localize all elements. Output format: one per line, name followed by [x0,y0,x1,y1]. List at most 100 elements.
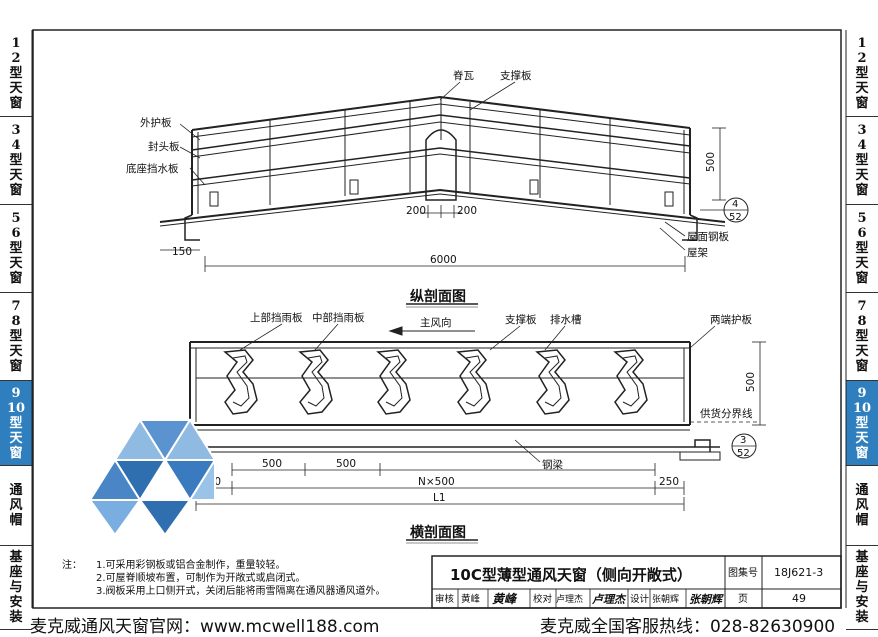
dim-l1: L1 [433,492,446,504]
tab-label-char: 型 [9,329,23,344]
tab-label-char: 座 [9,565,23,580]
ref-lower-den: 52 [737,448,750,459]
tab-label-char: 天 [855,168,869,183]
dim-150: 150 [172,246,192,258]
label-support-plate-lower: 支撑板 [505,313,537,326]
tab-label-char: 6 [11,226,21,241]
tab-label-char: 5 [11,211,21,226]
tab-label-char: 2 [11,50,21,66]
dim-500-upper: 500 [705,152,717,172]
tab-label-char: 窗 [9,95,23,111]
note-3: 3.阀板采用上口侧开式，关闭后能将雨雪隔离在通风器通风道外。 [96,584,386,597]
dim-6000: 6000 [430,254,457,266]
tab-label-char: 与 [855,580,869,595]
tab-label-char: 1 [11,35,21,51]
longitudinal-section [159,81,749,308]
label-ridge-tile: 脊瓦 [453,69,474,82]
tab-label-char: 天 [855,430,869,446]
tab-label-char: 安 [9,595,23,610]
label-end-seal: 封头板 [148,140,180,153]
tab-label-char: 天 [9,430,23,446]
reviewer-signature: 黄峰 [492,592,518,606]
dim-500-lower: 500 [745,372,757,392]
baffle-inner [232,355,250,407]
note-1: 1.可采用彩钢板或铝合金制作，重量较轻。 [96,558,286,571]
tab-label-char: 帽 [9,513,23,528]
baffle-inner [465,355,483,407]
tab-label-char: 型 [855,65,869,81]
check-label: 校对 [533,593,553,605]
label-supply-line: 供货分界线 [700,407,753,420]
tab-label-char: 9 [11,385,21,401]
tab-label-char: 10 [6,400,26,416]
tab-label-char: 风 [9,498,23,513]
page-label: 页 [738,593,748,605]
tab-label-char: 型 [9,65,23,81]
tab-label-char: 窗 [855,445,869,461]
checker-name: 卢理杰 [556,593,583,605]
tab-label-char: 基 [9,550,23,565]
baffle-inner [307,355,325,407]
tab-label-char: 4 [857,138,867,153]
left-tab-6[interactable]: 通风帽 [0,466,32,546]
ref-lower-num: 3 [740,435,746,446]
designer-signature: 张朝辉 [689,593,724,606]
label-base-drain: 底座挡水板 [126,162,179,175]
label-end-guard: 两端护板 [710,313,752,326]
atlas-label: 图集号 [728,566,758,579]
label-wind-direction: 主风向 [420,316,452,329]
logo-triangle [188,456,216,501]
tab-label-char: 装 [9,610,23,625]
dim-500-a: 500 [262,458,282,470]
review-label: 审核 [435,593,455,605]
left-tab-7[interactable]: 基座与安装 [0,546,32,630]
label-top-baffle: 上部挡雨板 [250,311,303,324]
tab-label-char: 型 [855,415,869,431]
logo-triangle [88,499,142,537]
tab-label-char: 天 [855,344,869,359]
dim-250-right: 250 [659,476,679,488]
logo-triangle [138,499,192,537]
tab-label-char: 窗 [855,359,869,374]
right-tab-6[interactable]: 通风帽 [846,466,878,546]
tab-label-char: 装 [855,610,869,625]
logo-triangle [88,458,142,501]
tab-label-char: 8 [857,314,867,329]
tab-label-char: 窗 [855,271,869,286]
tab-label-char: 通 [9,483,23,498]
tab-label-char: 6 [857,226,867,241]
footer-website: 麦克威通风天窗官网：www.mcwell188.com [30,617,380,637]
right-tab-7[interactable]: 基座与安装 [846,546,878,630]
tab-label-char: 天 [9,168,23,183]
title-block-title: 10C型薄型通风天窗（侧向开敞式） [450,566,692,584]
baffle-inner [385,355,403,407]
baffle-blade [613,349,648,415]
tab-label-char: 8 [11,314,21,329]
title-block [431,555,842,609]
footer-hotline: 麦克威全国客服热线：028-82630900 [540,617,836,637]
tab-label-char: 窗 [9,271,23,286]
tab-label-char: 窗 [855,95,869,111]
tab-label-char: 2 [857,50,867,66]
baffle-blade [298,349,333,415]
label-roof-steel: 屋面钢板 [687,230,729,243]
baffle-blade [376,349,411,415]
baffle-inner [622,355,640,407]
dim-500-b: 500 [336,458,356,470]
tab-label-char: 天 [855,256,869,271]
label-steel-beam: 钢梁 [542,458,563,471]
ref-upper-den: 52 [729,212,742,223]
label-drain-trough: 排水槽 [550,313,582,326]
tab-label-char: 型 [9,415,23,431]
notes-prefix: 注： [62,558,82,571]
